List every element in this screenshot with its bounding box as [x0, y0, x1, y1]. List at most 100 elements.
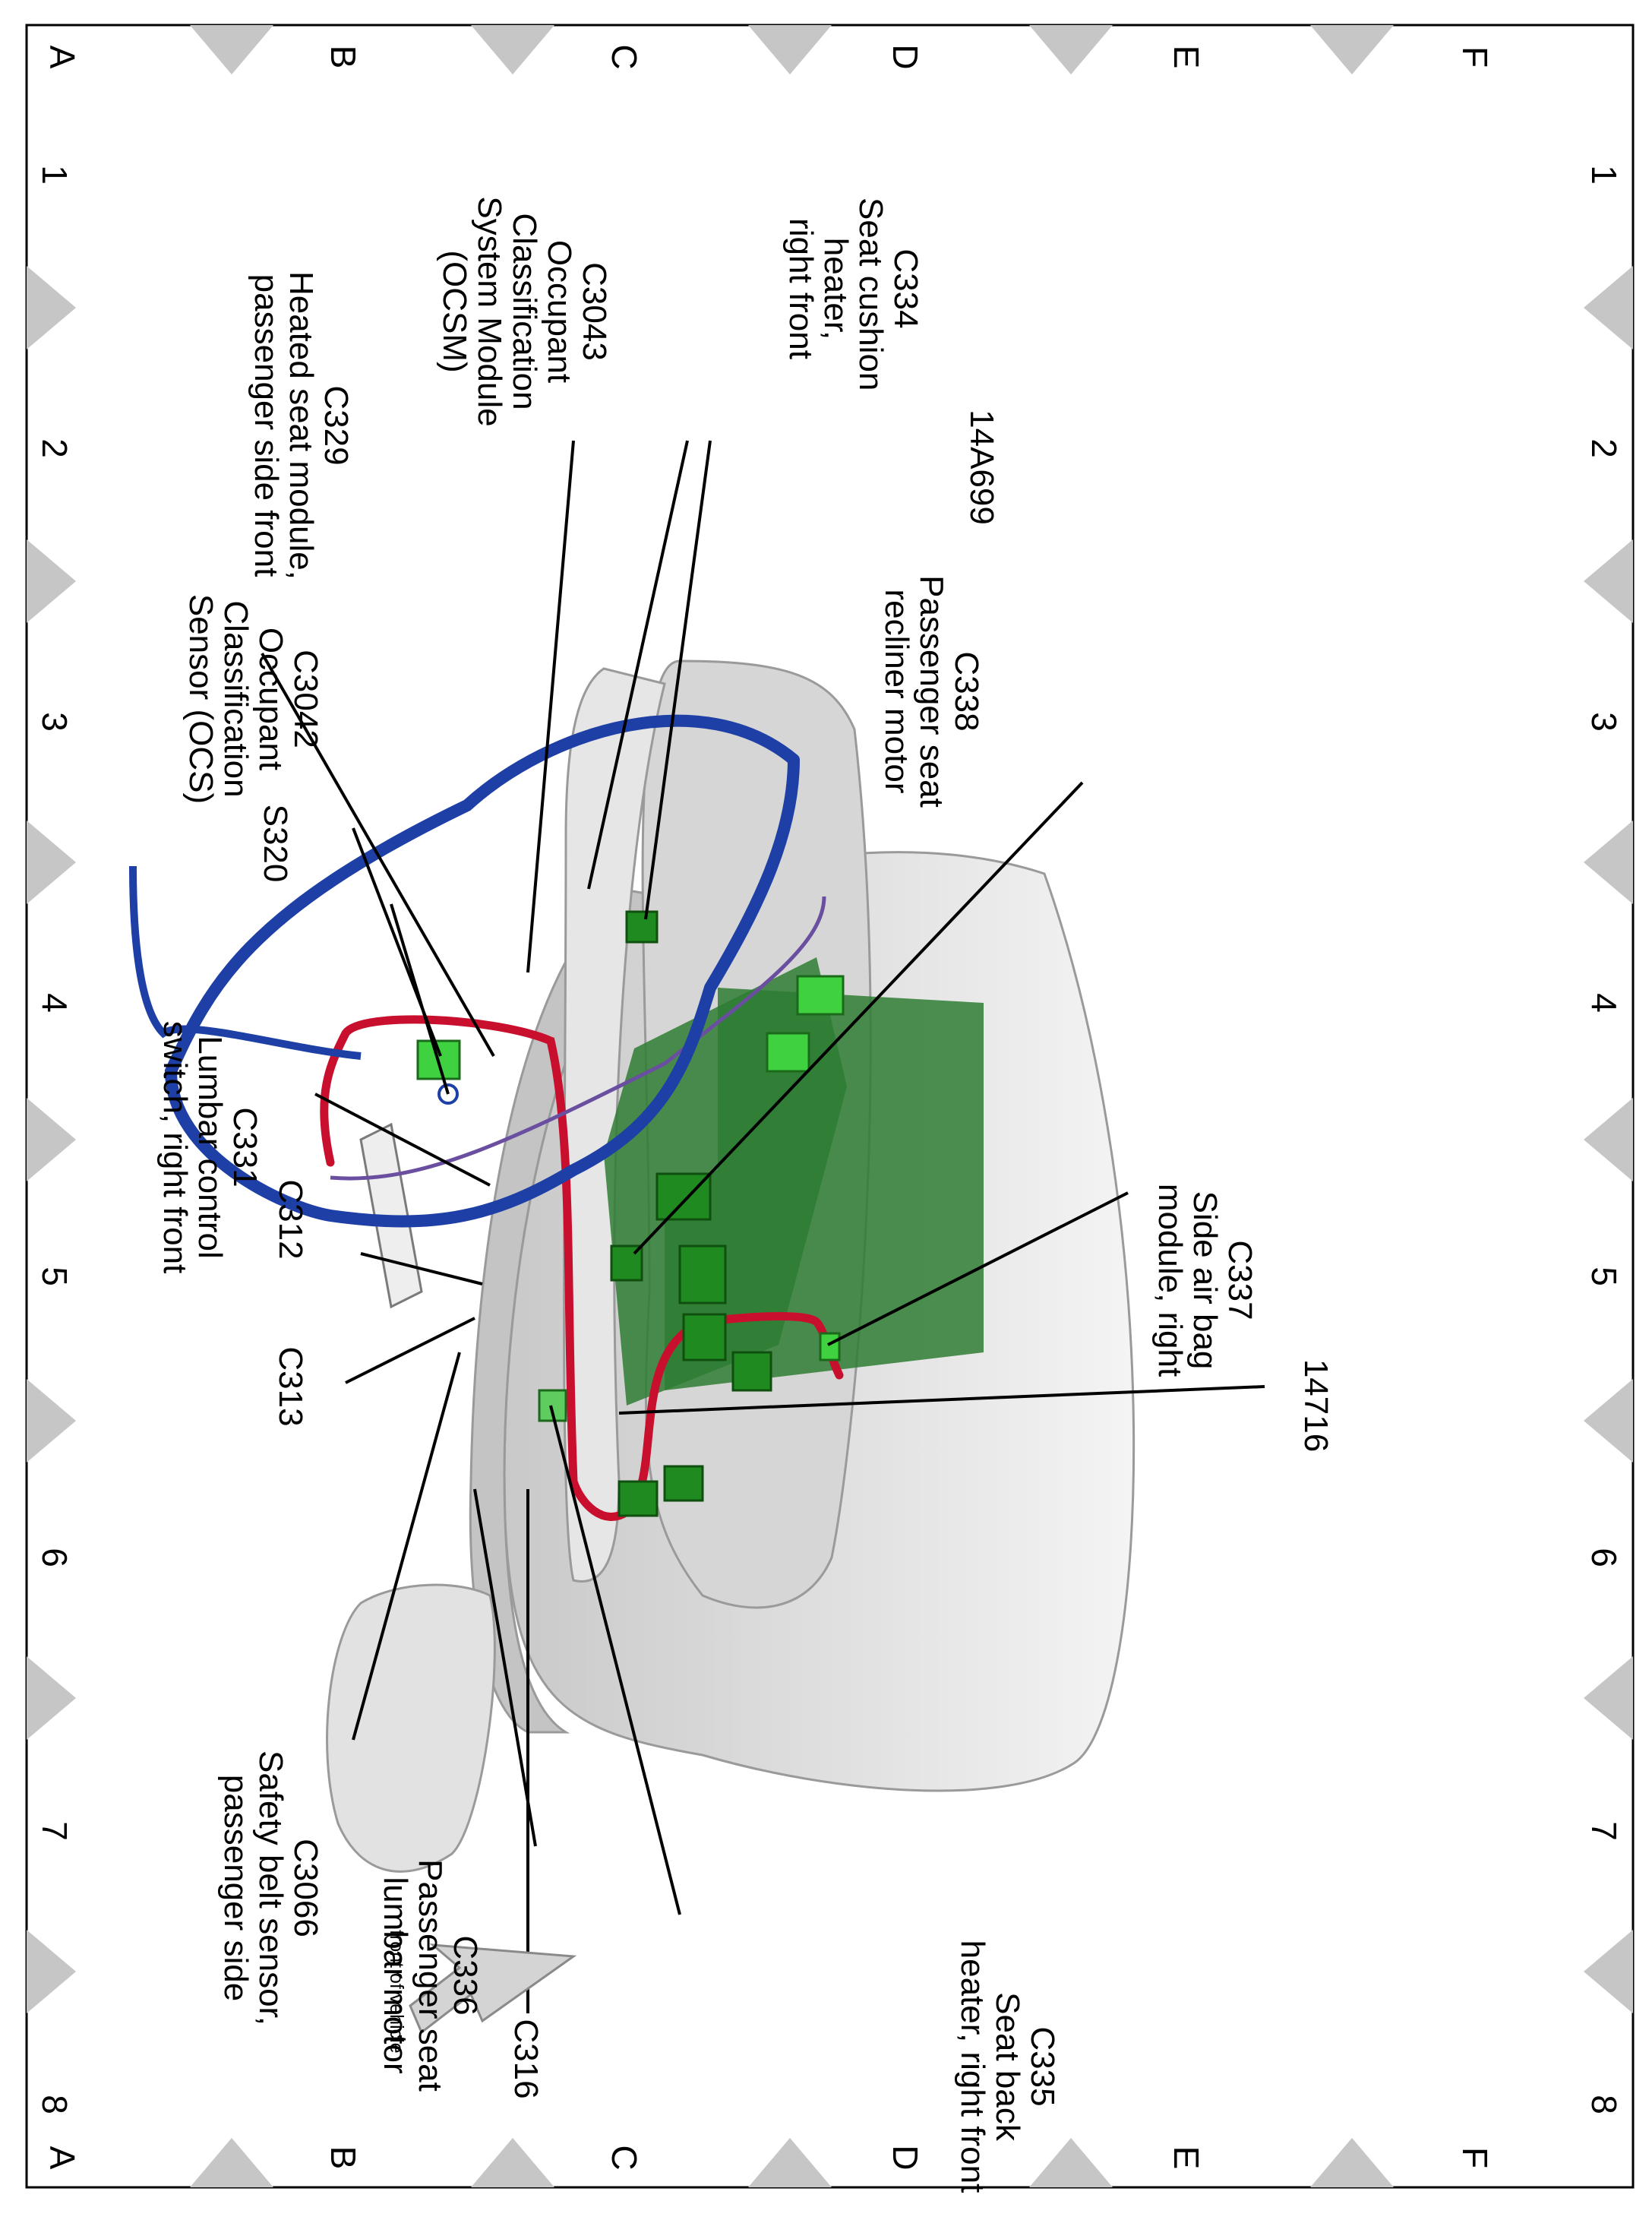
connector-c338 — [610, 1244, 643, 1282]
callout-14716: 14716 — [1297, 1352, 1335, 1459]
grid-row-c-left: C — [605, 44, 644, 70]
top-grid-marker-icon — [1584, 1098, 1633, 1181]
callout-s320-line1: S320 — [257, 804, 294, 883]
lumbar-harness-purple — [330, 896, 826, 1181]
callout-c3042-line1: C3042 — [287, 650, 324, 748]
callout-c334-line4: right front — [782, 218, 820, 359]
callout-c336-line1: C336 — [447, 1935, 484, 2016]
grid-row-a-left: A — [43, 45, 82, 69]
leader-c336 — [473, 1488, 537, 1847]
grid-row-e-right: E — [1167, 2146, 1206, 2170]
callout-c334: C334 Seat cushion heater, right front — [782, 198, 924, 391]
grid-col-5-bottom: 5 — [35, 1267, 74, 1286]
callout-c338-line3: recliner motor — [878, 589, 915, 794]
connector-c334 — [625, 910, 659, 944]
grid-row-b-left: B — [324, 45, 363, 69]
right-grid-marker-icon — [190, 2138, 273, 2187]
bottom-grid-marker-icon — [27, 1930, 76, 2013]
callout-c338: C338 Passenger seat recliner motor — [878, 555, 985, 828]
bottom-grid-marker-icon — [27, 539, 76, 623]
connector-c313 — [682, 1313, 727, 1361]
callout-c329-line3: passenger side front — [248, 274, 285, 577]
callout-c3043-line5: (OCSM) — [436, 250, 473, 373]
right-grid-marker-icon — [471, 2138, 554, 2187]
callout-s320: S320 — [257, 790, 294, 897]
callout-c316: C316 — [507, 2013, 545, 2105]
grid-col-1-top: 1 — [1584, 165, 1624, 185]
callout-c3043: C3043 Occupant Classification System Mod… — [436, 182, 613, 441]
callout-c3042: C3042 Occupant Classification Sensor (OC… — [182, 570, 324, 828]
callout-c334-line2: Seat cushion — [852, 198, 889, 391]
callout-c335-line3: heater, right front — [954, 1940, 991, 2193]
callout-c3043-line3: Classification — [506, 213, 543, 410]
callout-c313-line1: C313 — [272, 1346, 309, 1427]
leader-c329 — [261, 653, 495, 1057]
callout-14716-line1: 14716 — [1297, 1358, 1335, 1453]
front-of-vehicle-label: front of vehicle — [386, 1930, 407, 2054]
callout-c312-line1: C312 — [272, 1179, 309, 1260]
callout-c316-line1: C316 — [507, 2019, 545, 2099]
callout-14a699-line1: 14A699 — [963, 410, 1000, 525]
leader-c337 — [827, 1191, 1129, 1346]
grid-row-f-left: F — [1455, 46, 1495, 68]
connector-c3066 — [731, 1351, 772, 1392]
connector-c335 — [538, 1389, 567, 1422]
left-grid-marker-icon — [748, 25, 832, 74]
top-grid-marker-icon — [1584, 1379, 1633, 1463]
grid-row-d-right: D — [886, 2145, 925, 2171]
connectors — [416, 910, 845, 1517]
grid-col-6-bottom: 6 — [35, 1548, 74, 1567]
bottom-grid-marker-icon — [27, 266, 76, 349]
leader-c338 — [633, 781, 1084, 1255]
right-grid-marker-icon — [1310, 2138, 1394, 2187]
leader-14a699 — [587, 440, 689, 890]
callout-c329-line1: C329 — [317, 385, 355, 466]
left-grid-marker-icon — [471, 25, 554, 74]
bottom-grid-marker-icon — [27, 821, 76, 904]
callout-c331-line2: Lumbar control — [191, 1036, 229, 1259]
grid-row-c-right: C — [605, 2145, 644, 2171]
grid-col-2-top: 2 — [1584, 438, 1624, 458]
callout-c337-line2: Side air bag — [1186, 1191, 1224, 1370]
left-grid-marker-icon — [190, 25, 273, 74]
grid-col-7-top: 7 — [1584, 1821, 1624, 1841]
leader-c312 — [360, 1252, 483, 1286]
grid-row-d-left: D — [886, 44, 925, 70]
connector-c316 — [618, 1480, 659, 1517]
connector-c337 — [819, 1332, 841, 1361]
grid-col-2-bottom: 2 — [35, 438, 74, 458]
top-grid-marker-icon — [1584, 539, 1633, 623]
front-of-vehicle-arrow-icon — [409, 1943, 577, 2035]
top-grid-marker-icon — [1584, 1656, 1633, 1740]
connector-c336 — [663, 1465, 704, 1502]
callout-c3043-line4: System Module — [471, 196, 508, 427]
grid-col-3-bottom: 3 — [35, 712, 74, 732]
top-grid-marker-icon — [1584, 1930, 1633, 2013]
connector-c312 — [678, 1244, 727, 1304]
grid-col-7-bottom: 7 — [35, 1821, 74, 1841]
leader-s320 — [390, 903, 450, 1095]
right-grid-marker-icon — [748, 2138, 832, 2187]
callout-c337-line1: C337 — [1221, 1240, 1259, 1320]
callout-c335-line1: C335 — [1024, 2026, 1061, 2107]
grid-col-4-bottom: 4 — [35, 993, 74, 1013]
callout-c329-line2: Heated seat module, — [283, 270, 320, 580]
callout-c331-line3: switch, right front — [156, 1020, 194, 1274]
branch-harness-blue — [129, 865, 362, 1060]
grid-col-4-top: 4 — [1584, 993, 1624, 1013]
callout-14a699: 14A699 — [963, 403, 1000, 532]
leader-c335 — [549, 1405, 681, 1915]
callout-c337-line3: module, right — [1151, 1183, 1189, 1377]
callout-c335: C335 Seat back heater, right front — [954, 1915, 1061, 2218]
leader-c313 — [345, 1317, 475, 1384]
callout-c334-line3: heater, — [817, 237, 854, 340]
callout-c3042-line3: Classification — [217, 600, 254, 798]
callout-c3042-line4: Sensor (OCS) — [182, 593, 220, 805]
connector-c331 — [655, 1172, 712, 1221]
grid-row-a-right: A — [43, 2146, 82, 2170]
callout-c334-line1: C334 — [887, 248, 924, 329]
callout-c3043-line1: C3043 — [576, 262, 613, 361]
left-grid-marker-icon — [1029, 25, 1113, 74]
